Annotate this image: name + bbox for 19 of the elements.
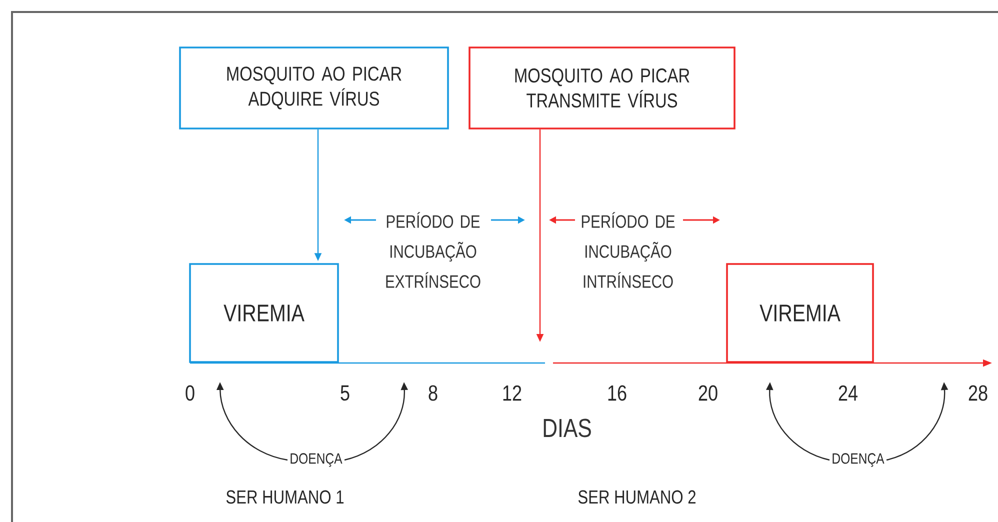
- process-box: VIREMIA: [726, 263, 874, 363]
- host-label: SER HUMANO 1: [226, 490, 344, 504]
- axis-title: DIAS: [544, 418, 591, 438]
- tick-label: 28: [968, 385, 988, 401]
- process-box: MOSQUITO AO PICAR ADQUIRE VÍRUS: [179, 46, 449, 130]
- period-label: PERÍODO DE INCUBAÇÃO INTRÍNSECO: [582, 212, 675, 288]
- tick-label: 0: [186, 385, 194, 401]
- period-label: PERÍODO DE INCUBAÇÃO EXTRÍNSECO: [386, 212, 480, 288]
- node-label: DOENÇA: [288, 451, 344, 469]
- tick-label: 24: [838, 385, 858, 401]
- process-box: MOSQUITO AO PICAR TRANSMITE VÍRUS: [468, 46, 736, 130]
- tick-label: 12: [503, 385, 522, 401]
- node-label: DOENÇA: [830, 451, 886, 469]
- process-box: VIREMIA: [189, 263, 339, 363]
- tick-label: 8: [428, 385, 438, 401]
- tick-label: 5: [340, 385, 350, 401]
- host-label: SER HUMANO 2: [578, 490, 696, 504]
- tick-label: 20: [698, 385, 718, 401]
- tick-label: 16: [608, 385, 626, 401]
